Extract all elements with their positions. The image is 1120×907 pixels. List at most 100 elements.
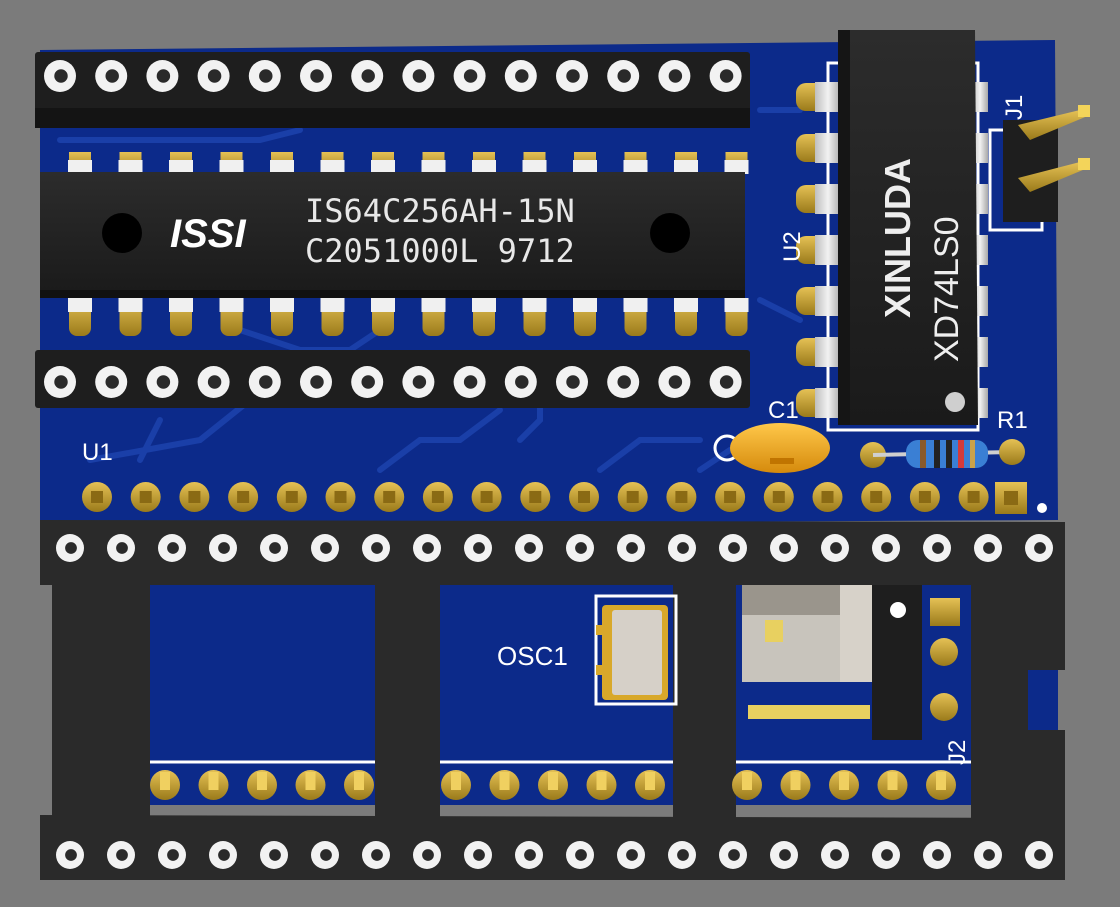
header-pin-socket [453,60,486,92]
header-pin-socket [146,60,179,92]
gold-pad [228,482,259,512]
chip-pin [118,152,143,174]
header-pin-socket [504,366,537,398]
gold-pad [617,482,648,512]
chip-pin [68,152,92,174]
gold-pad [150,770,180,800]
chip-pin [118,298,143,336]
socket-pin [872,841,900,869]
socket-pin [1025,841,1053,869]
j1-refdes: J1 [1001,95,1028,120]
header-pin-socket [607,60,640,92]
logic-ic: XINLUDA XD74LS0 U2 [779,30,988,432]
socket-pin [617,841,645,869]
j2-refdes: J2 [944,740,971,765]
socket-pin [719,841,747,869]
socket-pin [107,841,135,869]
socket-pin [821,841,849,869]
chip-pin [674,298,698,336]
gold-pad [538,770,568,800]
gold-pad [829,770,859,800]
logic-ic-refdes: U2 [779,231,806,262]
socket-pin [158,841,186,869]
gold-pad [780,770,811,800]
socket-pin [107,534,135,562]
socket-pin [974,534,1002,562]
chip-pin [796,82,841,112]
middle-socket-header [35,350,750,408]
chip-pin [270,298,294,336]
chip-pin [972,133,988,163]
chip-pin [219,298,244,336]
socket-pin [362,841,390,869]
sram-part-number: IS64C256AH-15N [305,192,575,230]
gold-pad [715,482,746,512]
header-pin-socket [658,366,691,398]
chip-pin [421,152,446,174]
gold-pad [732,770,762,800]
gold-pad [812,482,843,512]
chip-pin [796,388,841,418]
gold-pad [295,770,326,800]
r1-refdes: R1 [997,407,1028,434]
chip-pin [674,152,698,174]
socket-pin [158,534,186,562]
header-pin-socket [351,60,384,92]
socket-pin [668,841,696,869]
chip-pin [169,298,193,336]
header-pin-socket [351,366,384,398]
gold-pad [276,482,307,512]
socket-pin [668,534,696,562]
header-pin-socket [402,60,435,92]
chip-pin [796,286,841,316]
square-pad [995,482,1047,514]
gold-pad [441,770,471,800]
socket-pin [770,841,798,869]
gold-pad [520,482,551,512]
header-pin-socket [248,60,281,92]
socket-pin [617,534,645,562]
header-pin-socket [44,366,76,398]
chip-pin [796,337,841,367]
chip-mount-hole [650,213,690,253]
header-pin-socket [453,366,486,398]
gold-pad [877,770,908,800]
chip-pin [320,298,345,336]
chip-pin [522,298,547,336]
socket-pin [209,534,237,562]
header-j2: J2 [742,585,971,765]
socket-pin [719,534,747,562]
socket-pin [260,841,288,869]
chip-pin [371,152,395,174]
chip-pin [796,133,841,163]
header-pin-socket [248,366,281,398]
header-pin-socket [709,366,742,398]
header-pin-socket [197,366,230,398]
header-pin-socket [607,366,640,398]
pin1-dot [945,392,965,412]
gold-pad [198,770,229,800]
socket-pin [515,534,543,562]
gold-pad [374,482,405,512]
socket-pin [464,534,492,562]
c1-refdes: C1 [768,397,799,424]
chip-pin [421,298,446,336]
gold-pad [247,770,277,800]
header-pin-socket [402,366,435,398]
gold-pad [958,482,989,512]
socket-pin [56,841,84,869]
gold-pad [344,770,374,800]
socket-pin [872,534,900,562]
socket-pin [821,534,849,562]
capacitor-c1: C1 [713,397,830,473]
gold-pad [130,482,161,512]
top-socket-header [35,52,750,128]
chip-pin [219,152,244,174]
chip-pin [472,152,496,174]
socket-pin [515,841,543,869]
socket-pin [209,841,237,869]
gold-pad [179,482,210,512]
socket-pin [566,841,594,869]
chip-pin [472,298,496,336]
